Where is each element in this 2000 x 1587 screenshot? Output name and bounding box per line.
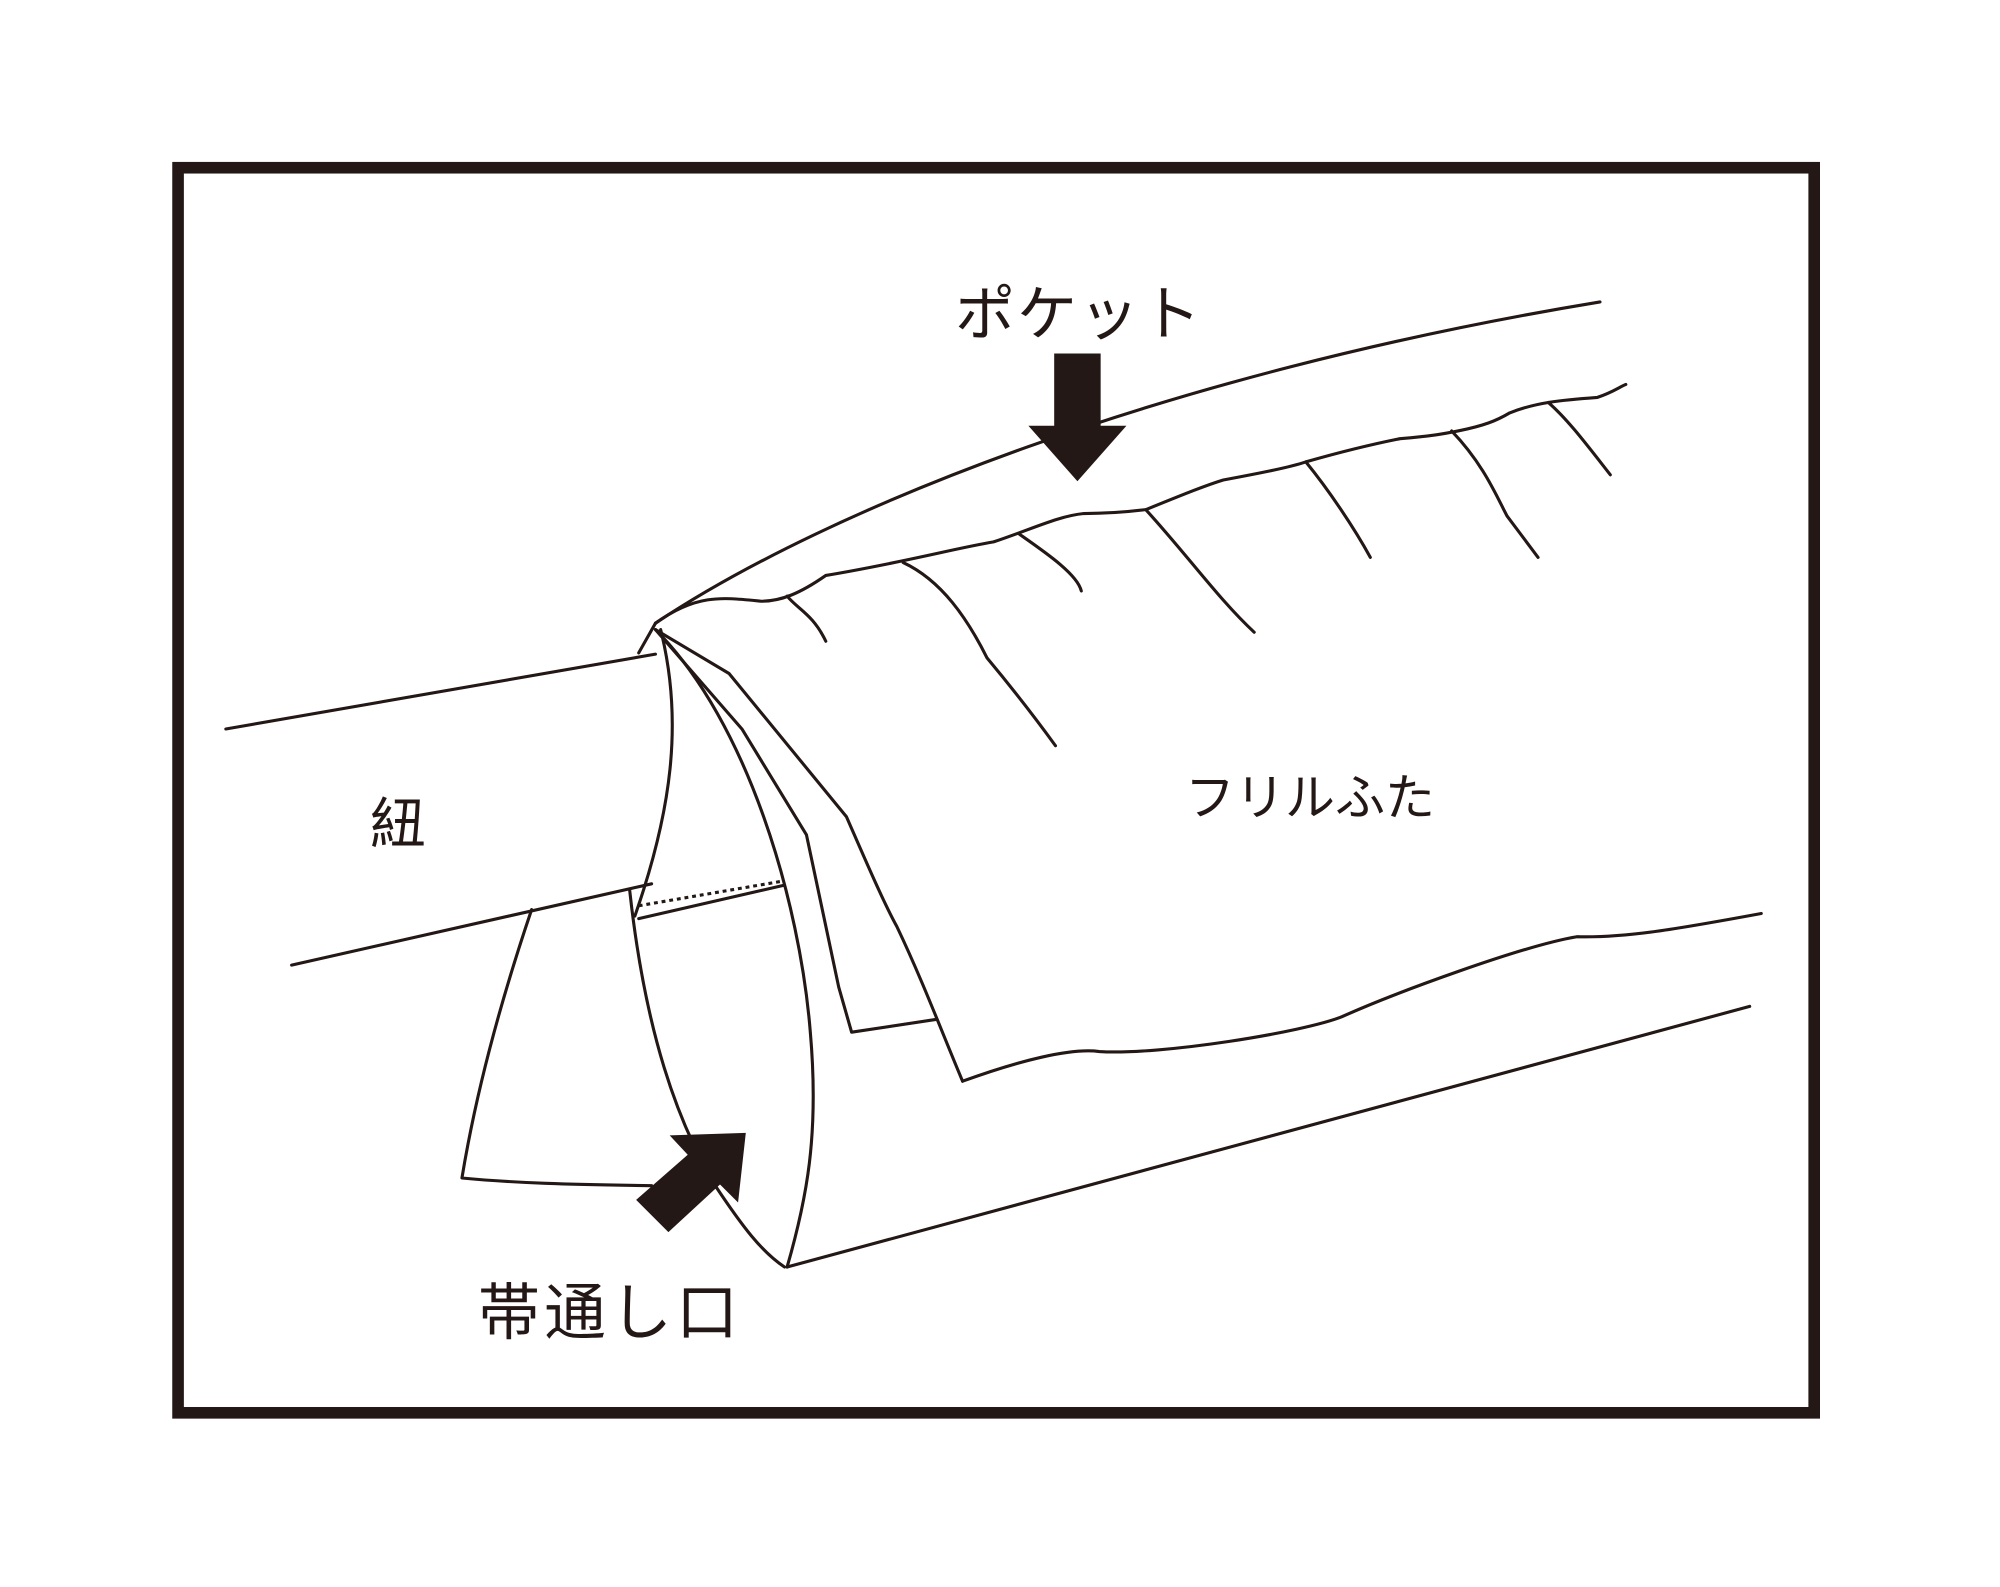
frame-border xyxy=(172,161,1820,1419)
belt-loop-opening-label: 帯通し口 xyxy=(478,1276,743,1349)
pocket-arrow-icon xyxy=(1028,353,1127,482)
frill-flap-label: フリルふた xyxy=(1185,769,1435,827)
string-label: 紐 xyxy=(370,793,426,858)
belt-loop-arrow-icon xyxy=(636,1132,746,1233)
garment-drawing xyxy=(224,300,1763,1269)
pocket-label: ポケット xyxy=(955,280,1203,350)
